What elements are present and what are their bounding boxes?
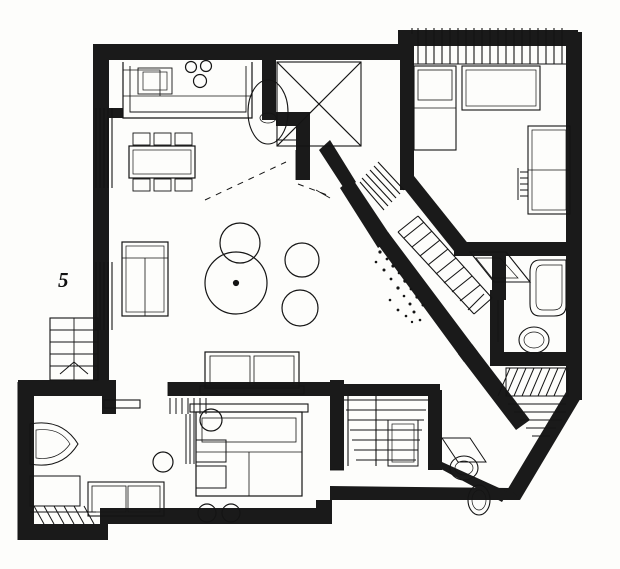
- balcony-rail-lines: [508, 403, 566, 437]
- sofa-living: [199, 351, 305, 395]
- stair-run-center: [397, 215, 493, 315]
- stipple-texture: [374, 250, 425, 324]
- balcony-hatch-lower-right: [497, 367, 569, 397]
- bedroom-cabinet-upper: [461, 65, 541, 111]
- stair-hatch-center: [359, 161, 405, 211]
- bathtub-right: [529, 259, 567, 317]
- radiator-bedroom: [185, 414, 195, 464]
- living-room-armchairs: [219, 222, 320, 327]
- bathtub-lower-left: [29, 475, 81, 507]
- single-bed-upper-right: [413, 65, 457, 151]
- side-cabinet-left: [121, 241, 169, 317]
- door-swing-dashes: [204, 161, 331, 201]
- window-hatch-left-upper: [95, 108, 113, 188]
- unit-number-label: 5: [58, 268, 69, 292]
- dining-chairs: [132, 132, 193, 192]
- dining-table: [128, 145, 196, 179]
- bedroom-pendant-circles: [152, 408, 241, 523]
- exterior-stair-left: [49, 317, 99, 381]
- misc-ticks: [167, 139, 344, 471]
- radiator-right-upper: [517, 168, 528, 200]
- basin-lower-right: [467, 484, 491, 516]
- plan-linework: [17, 28, 571, 540]
- double-bed: [195, 411, 303, 497]
- entry-oval: [247, 79, 289, 145]
- closet-lower-center: [387, 419, 419, 467]
- bathroom-hatch-lower-left: [30, 505, 96, 525]
- entry-hall-hatch: [276, 61, 362, 147]
- round-table: [204, 251, 268, 315]
- shower-lower-right: [441, 437, 487, 463]
- cooktop-burners-icon: [184, 59, 213, 89]
- wash-basin-lower-left: [29, 422, 79, 466]
- nightstand-left: [195, 439, 227, 489]
- entrance-door-leaf: [103, 399, 141, 409]
- window-hatch-bedroom-top: [169, 398, 207, 414]
- toilet-right: [518, 326, 550, 354]
- bed-headboard: [189, 403, 309, 413]
- window-hatch-left-mid: [95, 262, 113, 330]
- stair-lower-center: [344, 396, 428, 466]
- kitchen-counter: [122, 62, 253, 119]
- walls: [18, 30, 582, 540]
- wardrobe-right-upper: [527, 125, 571, 215]
- toilet-lower-right: [449, 455, 479, 481]
- dresser-lower-left: [87, 481, 165, 517]
- window-hatch-top-right: [411, 28, 566, 65]
- kitchen-sink-icon: [137, 67, 173, 95]
